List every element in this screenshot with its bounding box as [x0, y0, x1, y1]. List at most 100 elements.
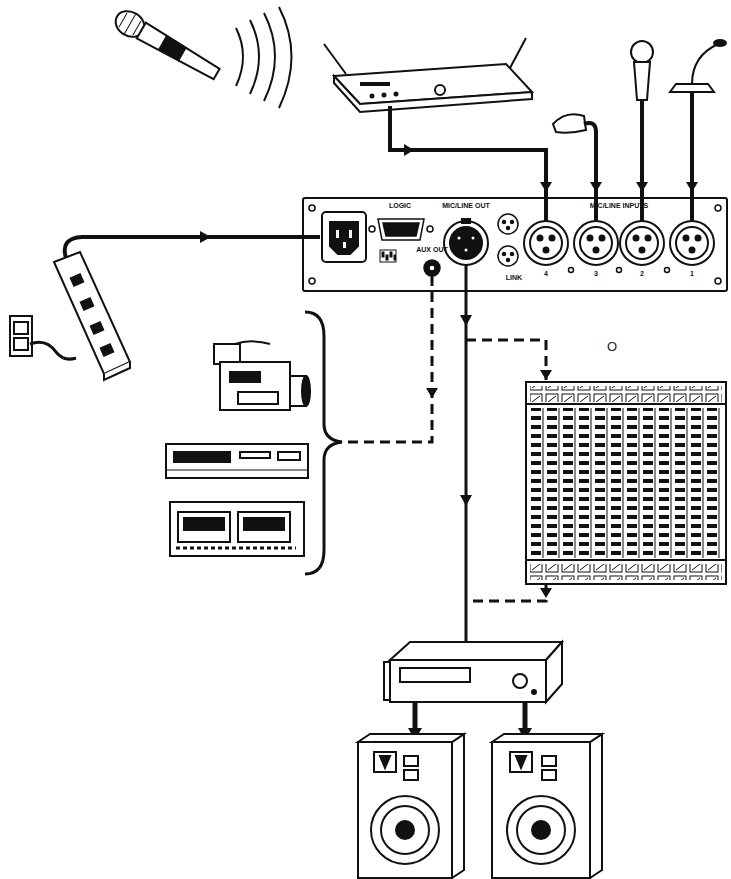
wireless-receiver [324, 38, 532, 112]
aux-out-jack-part [424, 260, 440, 276]
mixer-part [530, 386, 722, 402]
output-line-part [460, 315, 472, 326]
speaker-right-part [590, 734, 602, 878]
link-connectors [498, 214, 518, 266]
speaker-left-part [374, 752, 396, 772]
xlr-inputs-part [550, 236, 555, 241]
power-strip [30, 252, 130, 380]
connector-label: MIC/LINE INPUTS [590, 202, 648, 210]
wireless-receiver-part [360, 82, 390, 86]
cable-arrows-part [636, 182, 648, 192]
mixer-part [526, 403, 726, 405]
cable-arrows-part [590, 182, 602, 192]
power-cord [65, 231, 320, 258]
xlr-output-part [464, 248, 469, 253]
vcr-part [166, 470, 308, 471]
aux-dashed-line-part [345, 276, 432, 442]
connector-label: MIC/LINE OUT [442, 202, 489, 210]
wireless-receiver-part [395, 93, 398, 96]
wall-outlet-part [14, 322, 28, 334]
speaker-right-part [492, 734, 602, 742]
cassette-deck-part [244, 518, 284, 530]
wireless-receiver-part [334, 76, 532, 112]
wireless-receiver-part [510, 38, 526, 68]
link-connectors-part [503, 253, 506, 256]
wireless-mic-part [119, 13, 127, 27]
panel-screws-part [715, 278, 721, 284]
radio-waves-part [250, 20, 259, 94]
power-strip-part [71, 274, 83, 285]
xlr-inputs-part [646, 236, 651, 241]
xlr-inputs-part [588, 236, 593, 241]
camcorder [214, 341, 310, 410]
xlr-inputs-part [670, 221, 714, 265]
xlr-inputs-part [544, 248, 549, 253]
speaker-left-part [404, 770, 418, 780]
iec-inlet-part [349, 230, 352, 238]
xlr-inputs-part [684, 236, 689, 241]
amplifier-part [390, 642, 562, 660]
dip-switch [380, 250, 396, 262]
speaker-right-part [517, 806, 565, 854]
xlr-inputs-part [696, 236, 701, 241]
aux-dashed-line-part [426, 388, 438, 398]
xlr-inputs-part [524, 221, 568, 265]
iec-inlet [322, 212, 366, 262]
panel-screws-part [715, 205, 721, 211]
bracket [305, 312, 342, 574]
mixer-dashed-lines-part [540, 588, 552, 598]
wireless-mic [111, 6, 223, 84]
amplifier-part [546, 642, 562, 702]
speaker-left-part [404, 756, 418, 766]
amplifier [384, 642, 562, 702]
speaker-left-part [371, 796, 439, 864]
link-connectors-part [498, 214, 518, 234]
vcr-part [174, 452, 230, 462]
speaker-cables-part [523, 702, 528, 732]
cassette-deck-part [238, 512, 290, 542]
connector-label: LOGIC [389, 202, 411, 210]
logic-connector-part [383, 223, 419, 236]
logic-connector-part [427, 226, 433, 232]
panel-screws-part [569, 268, 574, 273]
xlr-inputs-part [640, 248, 645, 253]
speaker-left-part [452, 734, 464, 878]
panel-screws-part [309, 205, 315, 211]
panel-screws-part [665, 268, 670, 273]
handheld-mic-part [631, 41, 653, 63]
speaker-left [358, 734, 464, 878]
cassette-deck-part [170, 502, 304, 556]
wall-outlet-part [10, 316, 32, 356]
xlr-inputs-part [634, 236, 639, 241]
power-cord-part [65, 237, 320, 258]
bracket-part [305, 312, 342, 574]
dip-switch-part [382, 252, 384, 257]
speaker-right-part [516, 756, 526, 768]
speaker-right-part [542, 770, 556, 780]
mixer [526, 382, 726, 584]
radio-waves-part [279, 7, 292, 108]
dip-switch-part [394, 255, 396, 260]
logic-connector-part [378, 219, 424, 240]
radio-waves-part [236, 28, 243, 86]
xlr-inputs-part [574, 221, 618, 265]
desk-mic-part [670, 84, 714, 92]
dip-switch-part [390, 252, 392, 257]
power-strip-part [101, 344, 113, 355]
xlr-inputs-part [594, 248, 599, 253]
speaker-right-part [492, 742, 590, 878]
xlr-inputs-part [538, 236, 543, 241]
device-panel: LOGICMIC/LINE OUTAUX OUTLINKMIC/LINE INP… [302, 197, 728, 292]
cable-arrows [404, 144, 698, 192]
iec-inlet-part [322, 212, 366, 262]
vcr [166, 444, 308, 478]
vcr-part [278, 452, 300, 460]
connector-label: AUX OUT [416, 246, 448, 254]
camcorder-part [230, 372, 260, 382]
mixer-dashed-lines-part [466, 340, 546, 380]
vcr-part [240, 452, 270, 458]
mic-cables-part [390, 106, 546, 221]
mic-cables-part [690, 92, 694, 221]
speaker-right-part [510, 752, 532, 772]
